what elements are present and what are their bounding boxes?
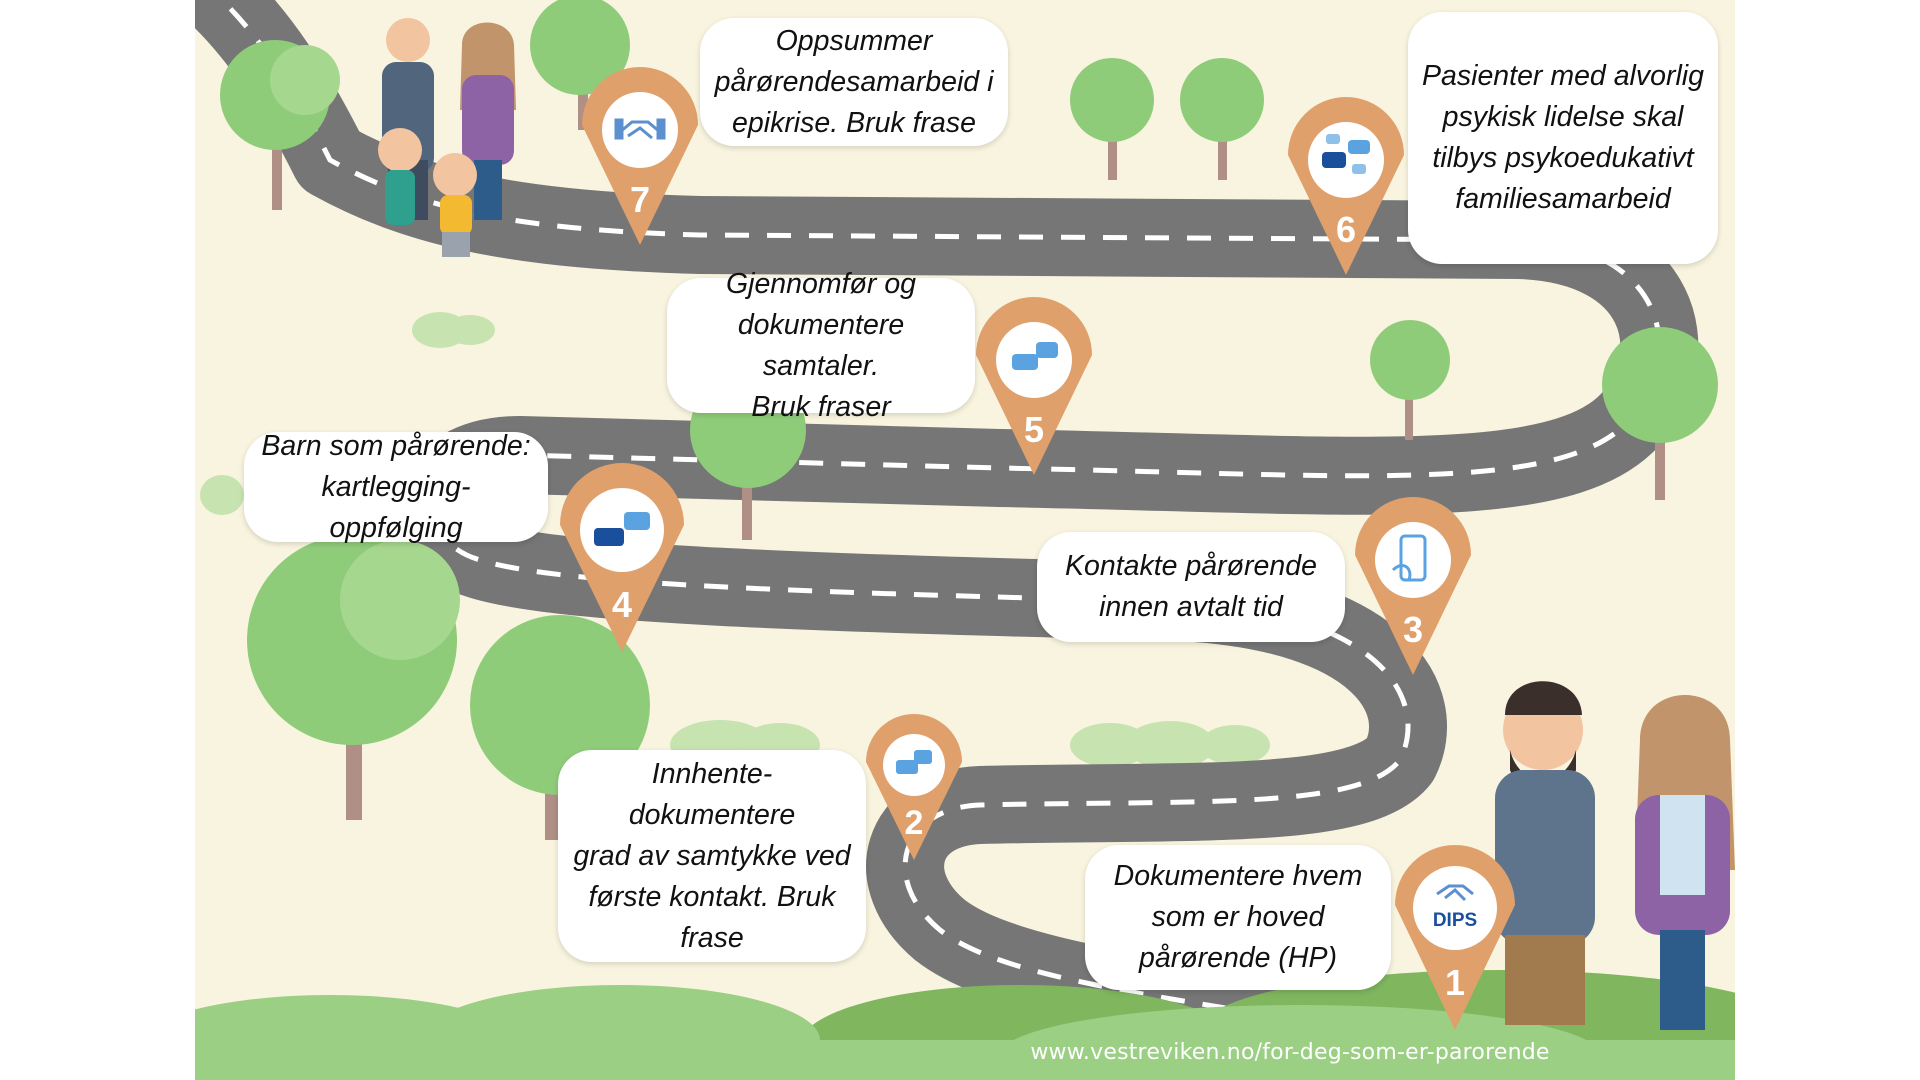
step-2-text: Innhente-dokumentere grad av samtykke ve…	[558, 750, 866, 962]
pin-5: 5	[976, 297, 1092, 475]
pin-number: 6	[1336, 209, 1356, 250]
step-1-text: Dokumentere hvem som er hoved pårørende …	[1085, 845, 1391, 990]
dips-badge: DIPS	[1433, 910, 1477, 931]
pin-6: 6	[1288, 97, 1404, 275]
phone-icon	[1391, 534, 1427, 582]
tree	[1180, 58, 1264, 180]
chat-bubbles-icon	[594, 512, 650, 546]
chat-bubbles-icon	[1012, 342, 1058, 370]
website-url: www.vestreviken.no/for-deg-som-er-parore…	[1030, 1040, 1550, 1065]
tree	[220, 40, 340, 210]
pin-7: 7	[582, 67, 698, 245]
step-3-text: Kontakte pårørende innen avtalt tid	[1037, 532, 1345, 642]
step-6-text: Pasienter med alvorlig psykisk lidelse s…	[1408, 12, 1718, 264]
step-5-text: Gjennomfør og dokumentere samtaler. Bruk…	[667, 268, 975, 423]
step-4-text: Barn som pårørende: kartlegging-oppfølgi…	[244, 430, 548, 544]
tree	[530, 0, 630, 130]
tree	[1602, 327, 1718, 500]
handshake-icon	[614, 118, 666, 140]
step-7-text: Oppsummer pårørendesamarbeid i epikrise.…	[700, 18, 1008, 146]
pin-number: 7	[630, 179, 650, 220]
chat-bubbles-icon	[896, 750, 932, 774]
pin-number: 2	[905, 804, 924, 842]
pin-4: 4	[560, 463, 684, 652]
pin-number: 5	[1024, 409, 1044, 450]
pin-number: 3	[1403, 609, 1423, 650]
pin-3: 3	[1355, 497, 1471, 675]
couple-illustration	[1495, 681, 1735, 1030]
map-pins: 7 6 5 4 3 2 DIPS	[560, 67, 1515, 1030]
trees	[220, 0, 1718, 840]
group-chat-icon	[1322, 134, 1370, 174]
pin-number: 4	[612, 584, 632, 625]
handshake-icon	[1436, 884, 1474, 902]
tree	[1370, 320, 1450, 440]
pin-number: 1	[1445, 962, 1465, 1003]
tree	[1070, 58, 1154, 180]
pin-1: DIPS 1	[1395, 845, 1515, 1030]
family-illustration	[378, 18, 516, 257]
foreground-grass	[195, 970, 1735, 1080]
tree	[247, 535, 460, 820]
pin-2: 2	[866, 714, 962, 860]
